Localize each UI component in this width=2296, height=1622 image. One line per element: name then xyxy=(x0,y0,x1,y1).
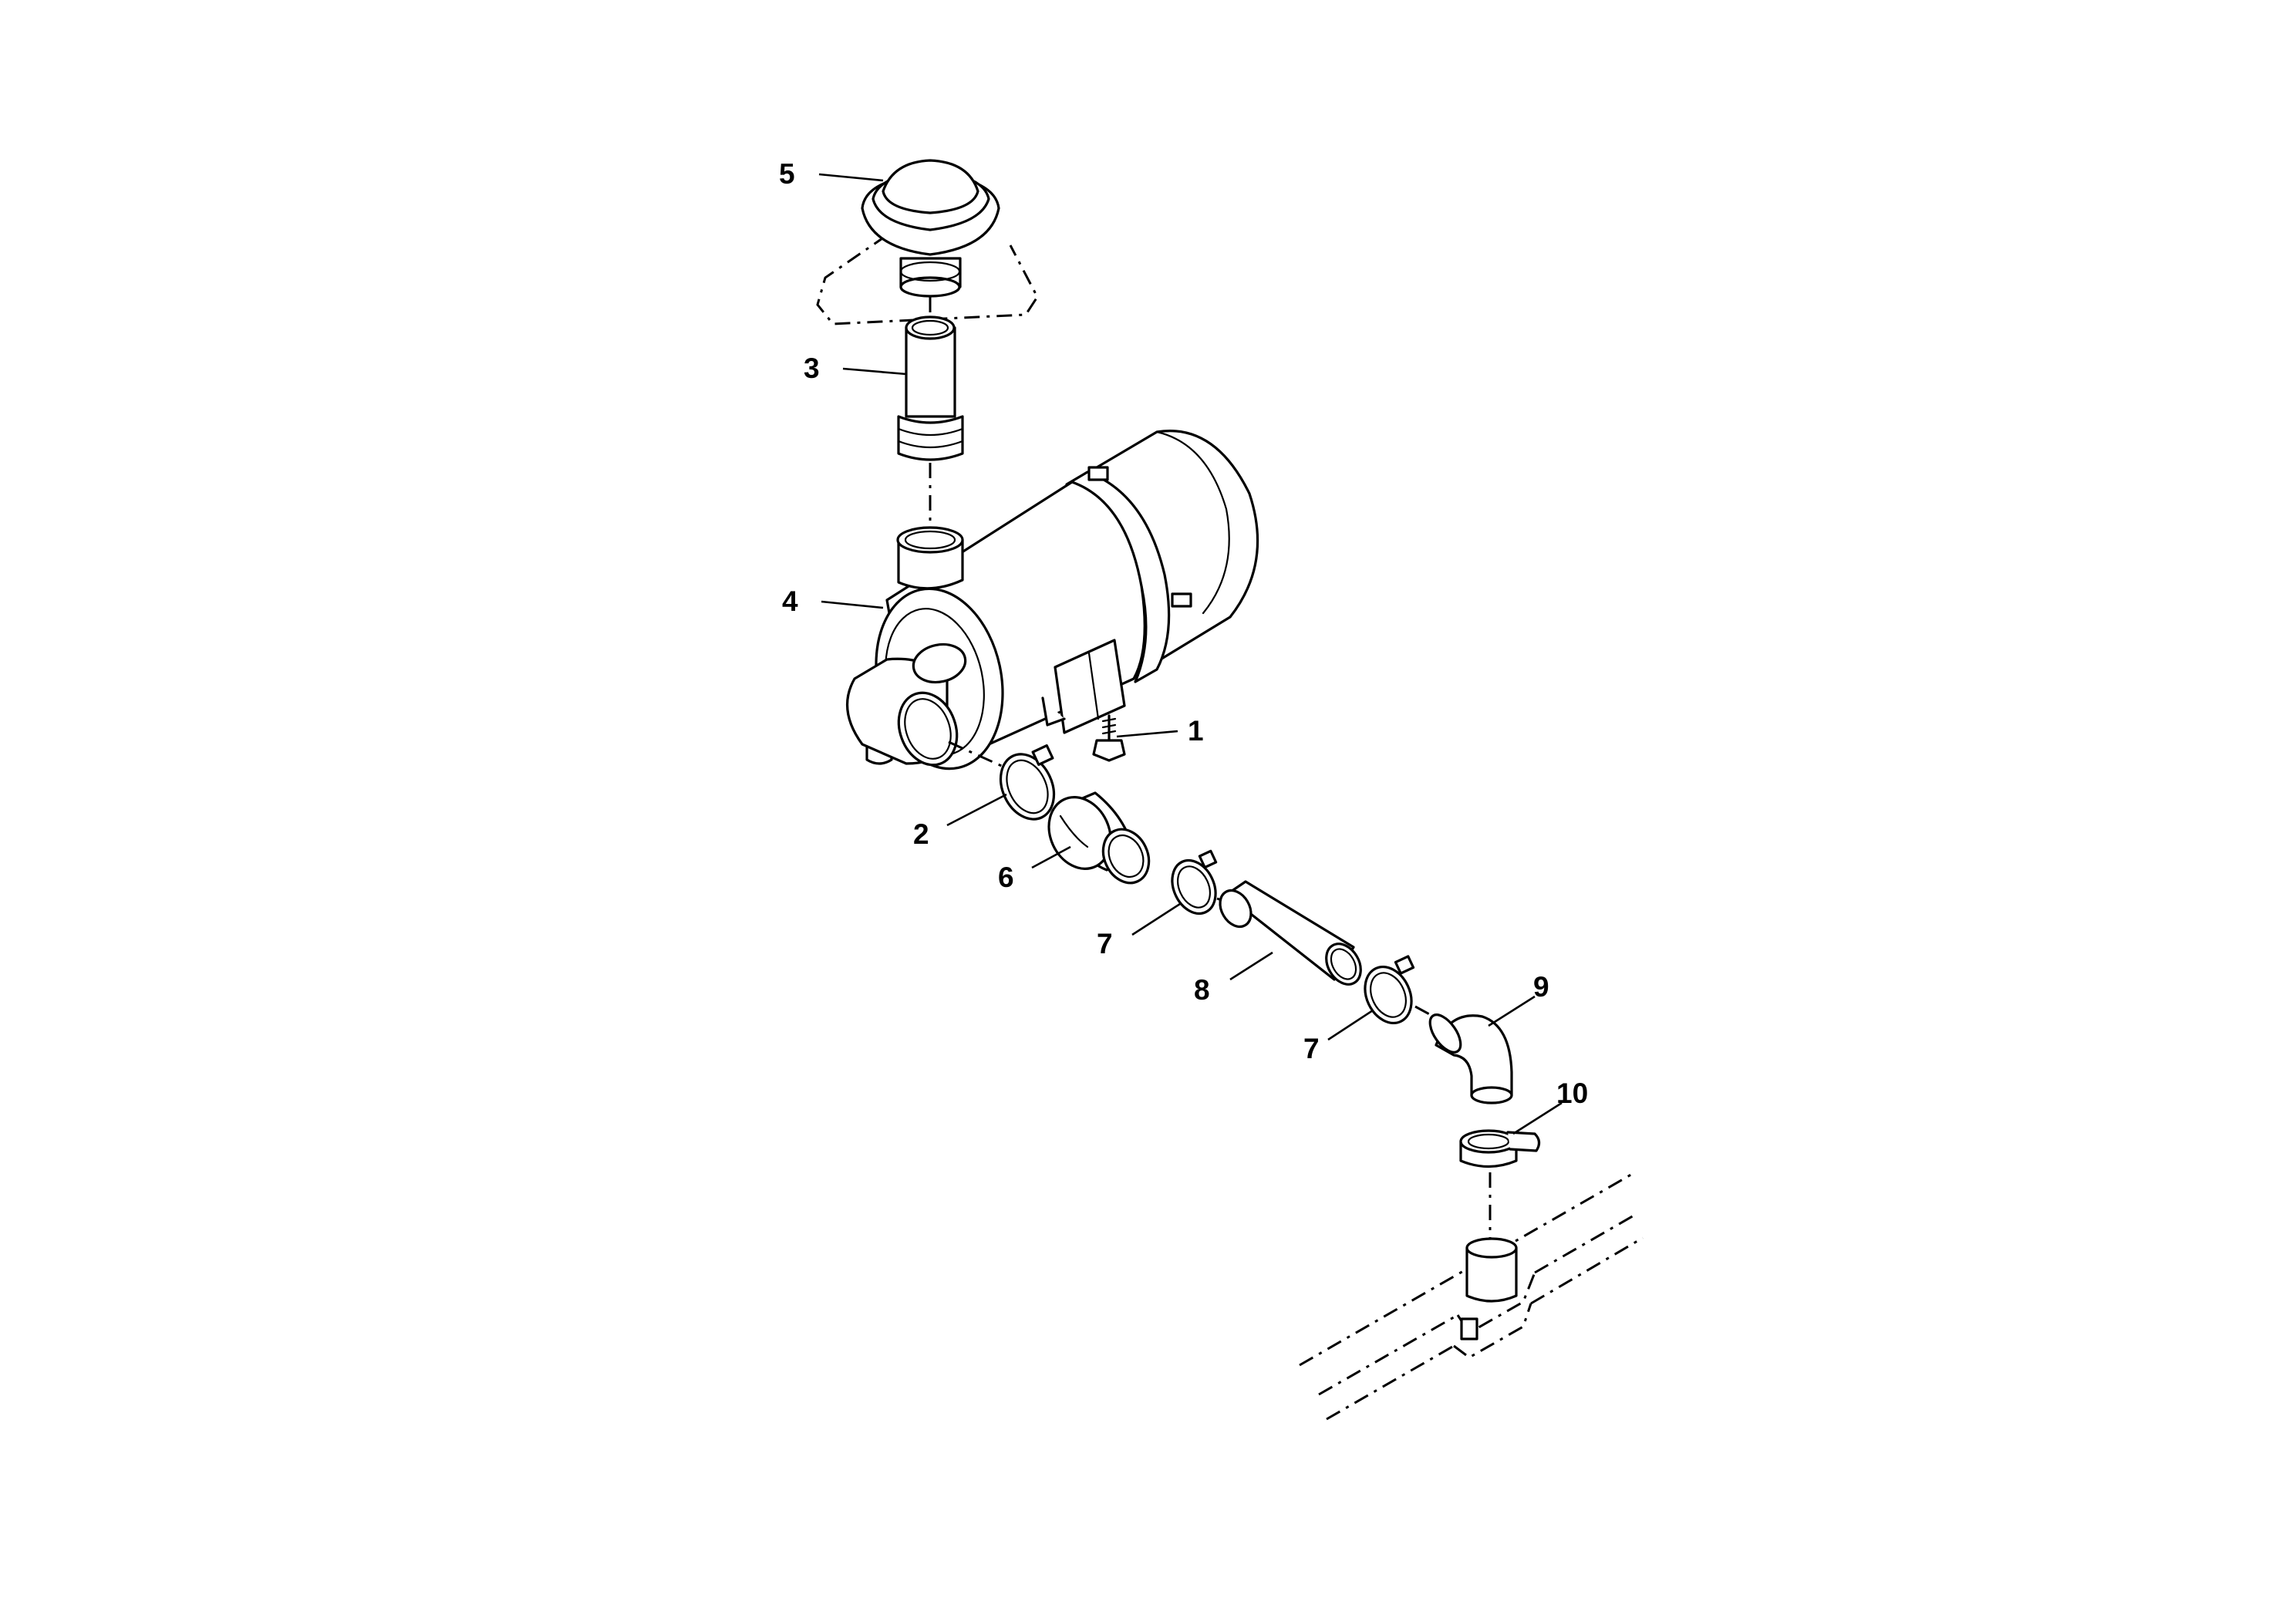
callout-5: 5 xyxy=(779,158,795,190)
part-3-inlet-tube xyxy=(897,315,964,461)
callout-10: 10 xyxy=(1556,1077,1588,1109)
part-6-reducer-hose xyxy=(1047,791,1151,885)
callout-4: 4 xyxy=(782,585,798,617)
callout-labels: 1 2 3 4 5 6 7 7 8 9 10 xyxy=(779,158,1588,1109)
callout-9: 9 xyxy=(1533,971,1549,1003)
part-7-hose-clamp-b xyxy=(1364,955,1415,1025)
callout-8: 8 xyxy=(1194,974,1210,1006)
callout-6: 6 xyxy=(998,862,1014,893)
callout-3: 3 xyxy=(804,352,820,384)
part-10-hose-clamp xyxy=(1459,1129,1541,1168)
intake-manifold-phantom xyxy=(1299,1171,1644,1421)
callout-2: 2 xyxy=(913,818,929,850)
leader-lines xyxy=(818,173,1563,1135)
callout-7b: 7 xyxy=(1303,1033,1320,1064)
callout-7a: 7 xyxy=(1097,928,1113,959)
part-4-air-cleaner-housing xyxy=(845,430,1259,771)
part-1-bolt xyxy=(1092,714,1126,762)
part-5-rain-cap xyxy=(816,159,1039,325)
part-9-elbow xyxy=(1428,1013,1513,1104)
part-2-hose-clamp xyxy=(999,744,1056,821)
callout-1: 1 xyxy=(1188,715,1204,747)
part-8-tube xyxy=(1219,880,1362,986)
part-7-hose-clamp-a xyxy=(1171,849,1218,916)
